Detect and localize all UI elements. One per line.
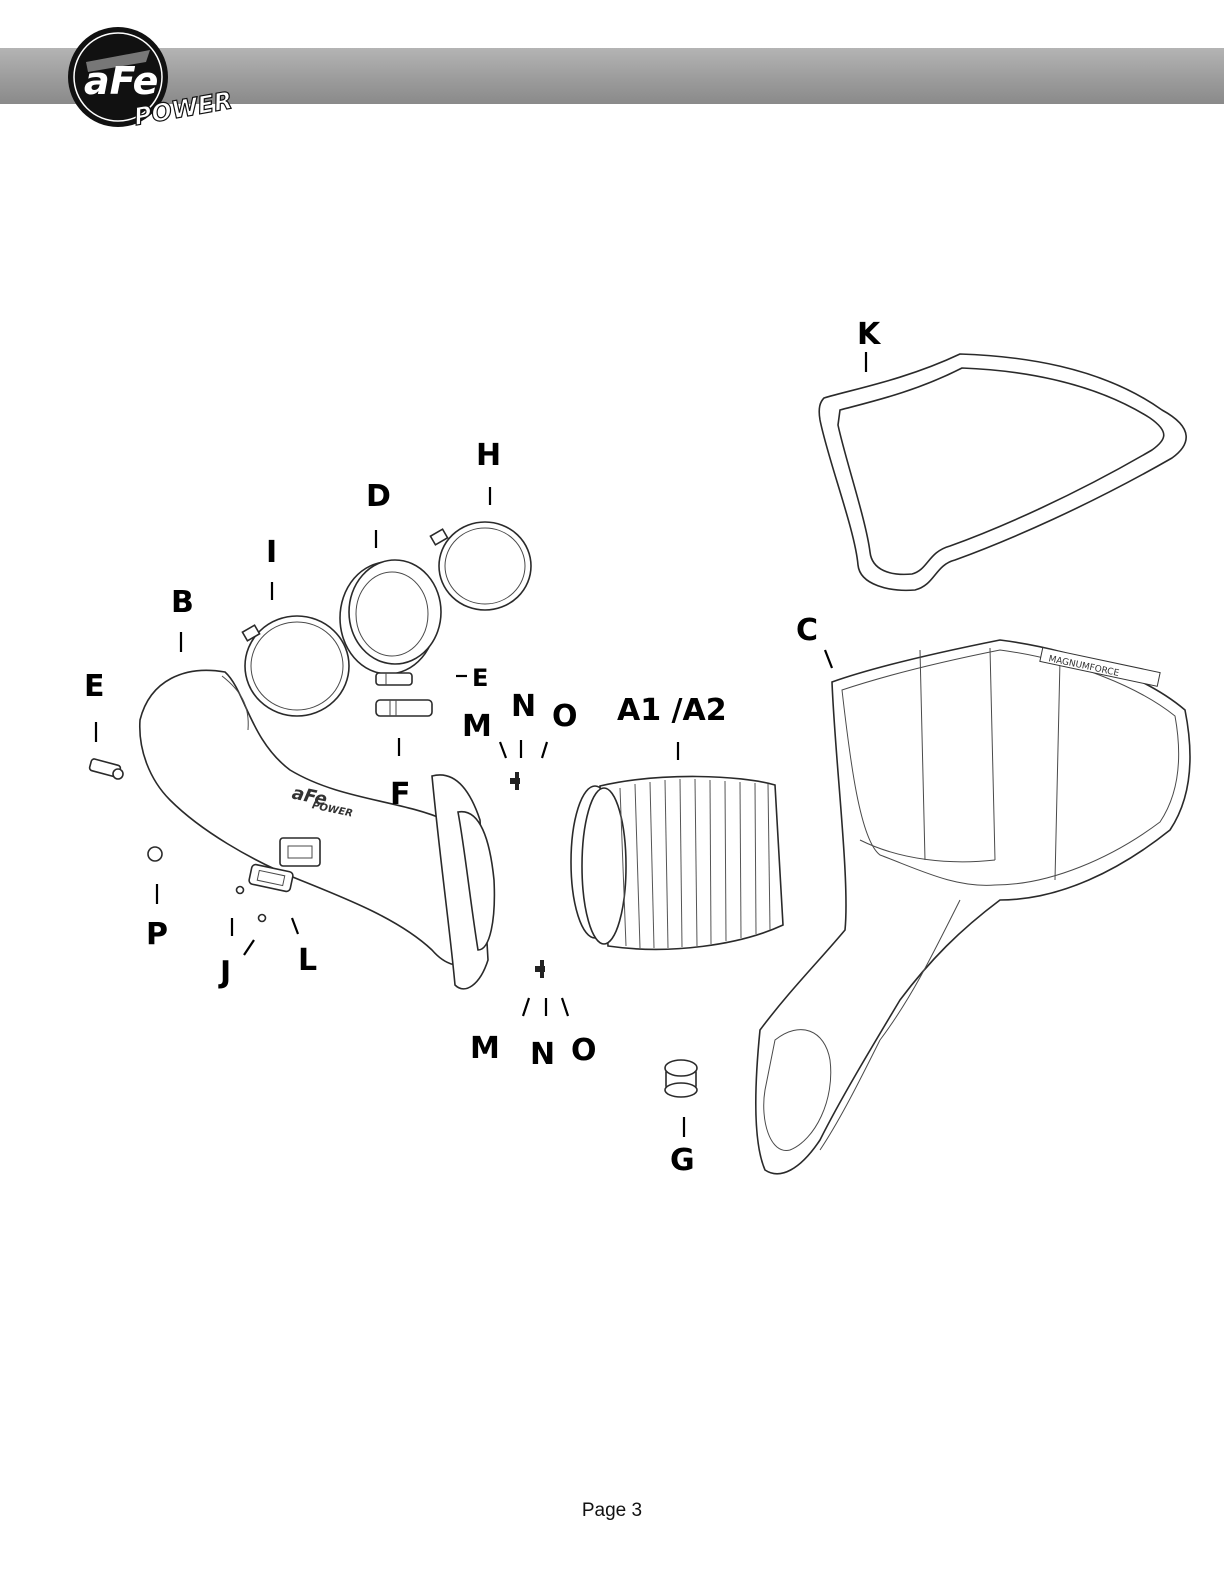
label-h: H bbox=[476, 438, 501, 473]
label-a1-a2: A1 /A2 bbox=[617, 693, 727, 728]
label-d: D bbox=[366, 479, 391, 514]
part-p-plug bbox=[147, 846, 163, 862]
label-l: L bbox=[298, 943, 317, 978]
part-e-fitting-right bbox=[375, 672, 413, 686]
label-i: I bbox=[266, 535, 277, 570]
afe-power-logo: aFe POWER bbox=[68, 27, 235, 132]
part-l-gasket bbox=[248, 863, 294, 893]
label-o-top: O bbox=[552, 699, 578, 734]
label-m-top: M bbox=[462, 709, 492, 744]
label-o-bottom: O bbox=[571, 1033, 597, 1068]
label-j: J bbox=[218, 955, 231, 990]
part-mno-hardware-top bbox=[510, 772, 520, 790]
part-f-fitting bbox=[375, 699, 433, 717]
label-f: F bbox=[390, 777, 411, 812]
header-bar bbox=[0, 48, 1224, 104]
part-g-grommet bbox=[664, 1059, 698, 1098]
label-e-left: E bbox=[84, 669, 105, 704]
part-d-coupler bbox=[339, 559, 442, 675]
label-k: K bbox=[857, 317, 882, 352]
label-c: C bbox=[796, 613, 818, 648]
part-e-fitting-left bbox=[88, 758, 124, 780]
label-e-right: E bbox=[472, 664, 488, 692]
label-p: P bbox=[146, 917, 168, 952]
part-j-screw-2 bbox=[257, 913, 267, 923]
label-g: G bbox=[670, 1143, 695, 1178]
part-k-seal bbox=[818, 353, 1187, 592]
part-i-clamp bbox=[241, 615, 350, 717]
part-a-filter bbox=[570, 775, 784, 951]
logo-text: aFe bbox=[84, 59, 158, 103]
part-c-airbox: MAGNUMFORCE bbox=[754, 639, 1191, 1175]
label-m-bottom: M bbox=[470, 1031, 500, 1066]
leader-lines bbox=[94, 352, 868, 1137]
part-mno-hardware-bottom bbox=[535, 960, 545, 978]
page-number: Page 3 bbox=[581, 1500, 643, 1521]
label-n-bottom: N bbox=[530, 1037, 555, 1072]
label-n-top: N bbox=[511, 689, 536, 724]
part-h-clamp bbox=[429, 521, 532, 611]
part-b-intake-tube: aFe POWER bbox=[139, 669, 496, 990]
part-j-screw-1 bbox=[235, 885, 245, 895]
label-b: B bbox=[171, 585, 194, 620]
